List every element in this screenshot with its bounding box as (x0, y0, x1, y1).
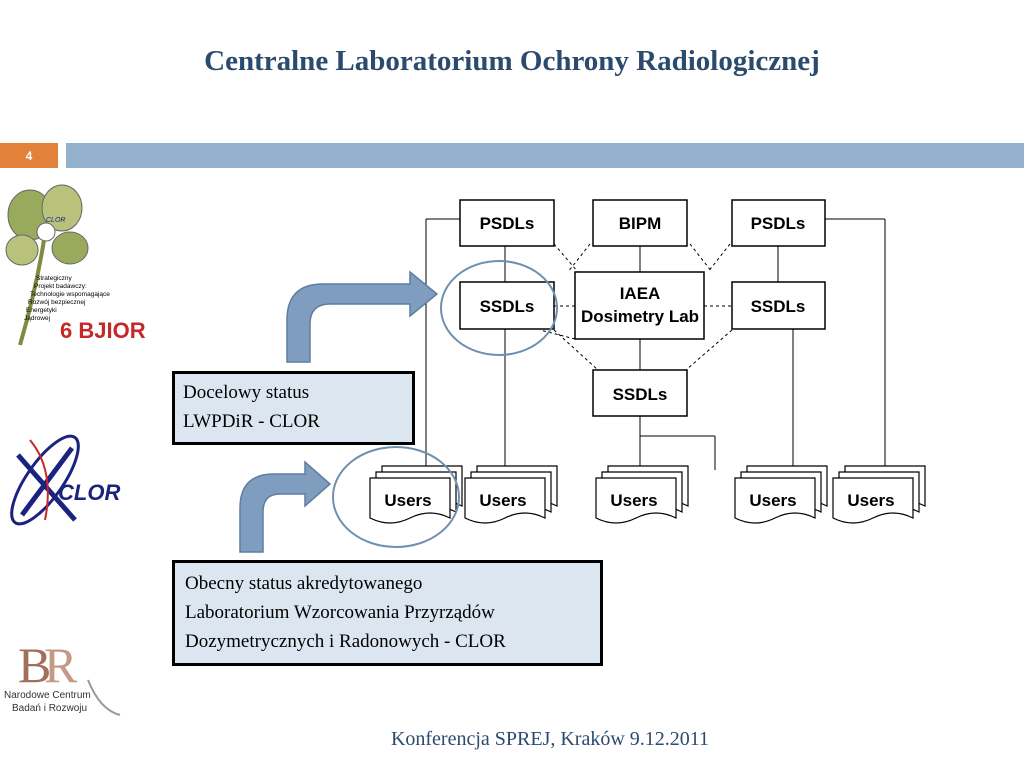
psdl-left-node: PSDLs (459, 199, 555, 247)
psdl-right-node: PSDLs (731, 199, 826, 247)
slide-title: Centralne Laboratorium Ochrony Radiologi… (204, 45, 820, 77)
users-label: Users (384, 491, 431, 510)
spr-text-2: Projekt badawczy: (34, 283, 87, 290)
spr-logo: CLOR (5, 184, 89, 346)
psdl-right-label: PSDLs (751, 214, 806, 233)
iaea-node: IAEA Dosimetry Lab (574, 271, 705, 340)
users-label: Users (847, 491, 894, 510)
users-stack: Users (464, 465, 558, 524)
ssdl-right-label: SSDLs (751, 297, 806, 316)
users-stack: Users (595, 465, 689, 524)
arrow-to-ssdl (286, 270, 439, 363)
iaea-label: IAEA (620, 284, 661, 303)
current-status-callout: Obecny status akredytowanego Laboratoriu… (172, 560, 603, 666)
psdl-left-label: PSDLs (480, 214, 535, 233)
slide-number: 4 (0, 143, 58, 168)
users-stack: Users (734, 465, 828, 524)
target-status-line-1: Docelowy status (183, 382, 310, 403)
footer-conference: Konferencja SPREJ, Kraków 9.12.2011 (390, 728, 710, 750)
highlight-circle-ssdl (440, 260, 558, 356)
arrow-to-users (239, 460, 332, 553)
ssdl-left-label: SSDLs (480, 297, 535, 316)
highlight-circle-users (332, 446, 460, 548)
users-stack: Users (369, 465, 463, 524)
spr-text-6: Jądrowej (24, 315, 50, 322)
spr-text-4: Rozwój bezpiecznej (28, 299, 85, 306)
clor-logo: CLOR (10, 434, 120, 526)
svg-text:CLOR: CLOR (46, 217, 65, 224)
spr-text-1: Strategiczny (36, 275, 73, 282)
bipm-label: BIPM (619, 214, 662, 233)
spr-text-3: Technologie wspomagające (30, 291, 110, 298)
target-status-callout: Docelowy status LWPDiR - CLOR (172, 371, 415, 445)
svg-text:R: R (44, 637, 78, 693)
users-stacks: Users Users Users Users Users (369, 465, 926, 524)
current-status-line-2: Laboratorium Wzorcowania Przyrządów (185, 602, 495, 623)
users-label: Users (610, 491, 657, 510)
header-bar (66, 143, 1024, 168)
users-label: Users (749, 491, 796, 510)
users-label: Users (479, 491, 526, 510)
users-stack: Users (832, 465, 926, 524)
iaea-lab-label: Dosimetry Lab (581, 307, 699, 326)
current-status-line-1: Obecny status akredytowanego (185, 573, 423, 594)
dashed-links (539, 243, 733, 371)
ncbr-text-1: Narodowe Centrum (4, 690, 91, 701)
ssdl-bottom-label: SSDLs (613, 385, 668, 404)
ssdl-right-node: SSDLs (731, 281, 826, 330)
svg-text:B: B (18, 637, 51, 693)
current-status-line-3: Dozymetrycznych i Radonowych - CLOR (185, 631, 506, 652)
bipm-node: BIPM (592, 199, 688, 247)
clor-logo-text: CLOR (58, 480, 120, 505)
ssdl-bottom-node: SSDLs (592, 369, 688, 417)
ncbr-text-2: Badań i Rozwoju (12, 703, 87, 714)
spr-text-5: Energetyki (26, 307, 57, 314)
target-status-line-2: LWPDiR - CLOR (183, 411, 320, 432)
connector-lines (425, 218, 886, 470)
bjior-logo: 6 BJIOR (60, 318, 146, 343)
ssdl-left-node: SSDLs (459, 281, 555, 330)
ncbr-logo: B R Narodowe Centrum Badań i Rozwoju (4, 637, 121, 716)
